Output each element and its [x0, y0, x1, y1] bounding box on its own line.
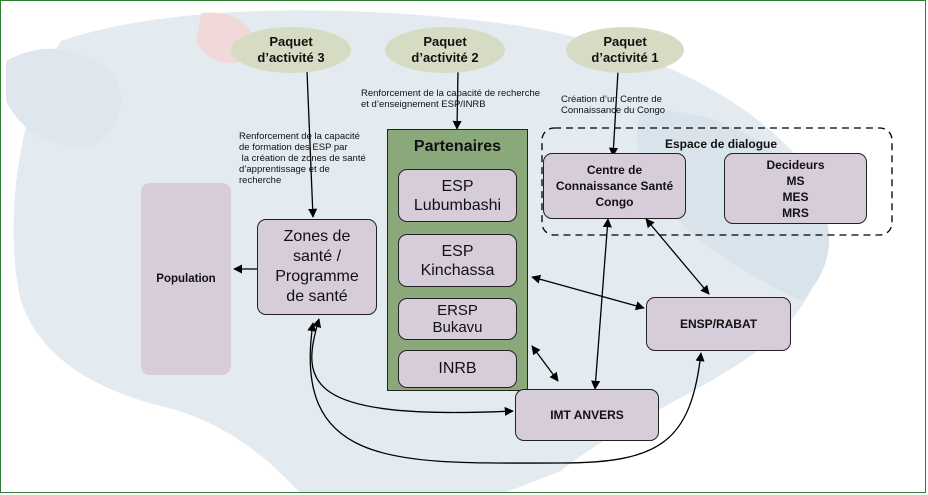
decideurs-line: MS — [786, 173, 805, 188]
annotation-paquet-3: Renforcement de la capacité de formation… — [239, 131, 366, 186]
paquet-2-ellipse: Paquet d’activité 2 — [385, 27, 505, 73]
partenaire-line2: Bukavu — [432, 319, 483, 336]
partenaire-line1: ERSP — [437, 302, 478, 319]
partenaires-title: Partenaires — [413, 138, 502, 155]
partenaire-ersp-bukavu: ERSP Bukavu — [398, 298, 517, 340]
annotation-p2-line: et d’enseignement ESP/INRB — [361, 99, 486, 110]
ensp-label: ENSP/RABAT — [679, 317, 758, 331]
espace-dialogue-border — [541, 127, 893, 236]
paquet-2-line1: Paquet — [423, 34, 467, 49]
annotation-p3-line: Renforcement de la capacité — [239, 131, 360, 142]
annotation-paquet-2: Renforcement de la capacité de recherche… — [361, 88, 540, 110]
arrow-centre-ensp — [645, 218, 710, 295]
decideurs-line: Decideurs — [766, 157, 825, 172]
arrow-p2-partenaires — [452, 70, 462, 130]
annotation-p3-line: recherche — [239, 175, 282, 186]
zones-line: santé / — [292, 248, 342, 265]
paquet-3-line2: d’activité 3 — [257, 50, 325, 65]
paquet-1-line1: Paquet — [603, 34, 647, 49]
partenaire-line1: ESP — [441, 177, 474, 195]
zones-line: Programme — [275, 268, 359, 285]
centre-connaissance-box: Centre de Connaissance Santé Congo — [543, 153, 686, 219]
annotation-paquet-1: Création d’un Centre de Connaissance du … — [561, 94, 665, 116]
zones-line: de santé — [286, 288, 348, 305]
annotation-p3-line: d’apprentissage et de — [239, 164, 330, 175]
zones-sante-box: Zones de santé / Programme de santé — [257, 219, 377, 315]
population-label: Population — [156, 273, 216, 285]
annotation-p3-line: la création de zones de santé — [239, 153, 366, 164]
annotation-p3-line: de formation des ESP par — [239, 142, 348, 153]
decideurs-line: MRS — [782, 205, 809, 220]
centre-line: Connaissance Santé — [555, 179, 674, 193]
partenaire-esp-kinchassa: ESP Kinchassa — [398, 234, 517, 287]
zones-line: Zones de — [283, 228, 351, 245]
decideurs-line: MES — [782, 189, 809, 204]
arrow-kinchassa-ensp — [531, 274, 645, 311]
centre-line: Congo — [595, 195, 634, 209]
arrow-centre-imt — [591, 218, 612, 390]
annotation-p2-line: Renforcement de la capacité de recherche — [361, 88, 541, 99]
annotation-p1-line: Connaissance du Congo — [561, 105, 666, 116]
decideurs-box: Decideurs MS MES MRS — [724, 153, 867, 224]
ensp-rabat-box: ENSP/RABAT — [646, 297, 791, 351]
centre-line: Centre de — [586, 163, 643, 177]
partenaire-line2: Kinchassa — [420, 261, 495, 279]
annotation-p1-line: Création d’un Centre de — [561, 94, 662, 105]
imt-anvers-box: IMT ANVERS — [515, 389, 659, 441]
arrow-p3-zones — [306, 70, 318, 218]
paquet-2-line2: d’activité 2 — [411, 50, 479, 65]
arrow-p1-centre — [608, 70, 619, 157]
paquet-3-ellipse: Paquet d’activité 3 — [231, 27, 351, 73]
population-box: Population — [141, 183, 231, 375]
paquet-1-line2: d’activité 1 — [591, 50, 659, 65]
paquet-1-ellipse: Paquet d’activité 1 — [566, 27, 684, 73]
partenaire-line2: Lubumbashi — [413, 196, 502, 214]
partenaire-line1: ESP — [441, 242, 474, 260]
arrow-zones-ensp — [307, 322, 705, 464]
imt-label: IMT ANVERS — [550, 408, 624, 422]
arrow-inrb-imt — [531, 345, 559, 382]
espace-dialogue-title: Espace de dialogue — [665, 137, 778, 151]
partenaire-line1: INRB — [438, 360, 477, 377]
paquet-3-line1: Paquet — [269, 34, 313, 49]
partenaire-esp-lubumbashi: ESP Lubumbashi — [398, 169, 517, 222]
partenaire-inrb: INRB — [398, 350, 517, 388]
